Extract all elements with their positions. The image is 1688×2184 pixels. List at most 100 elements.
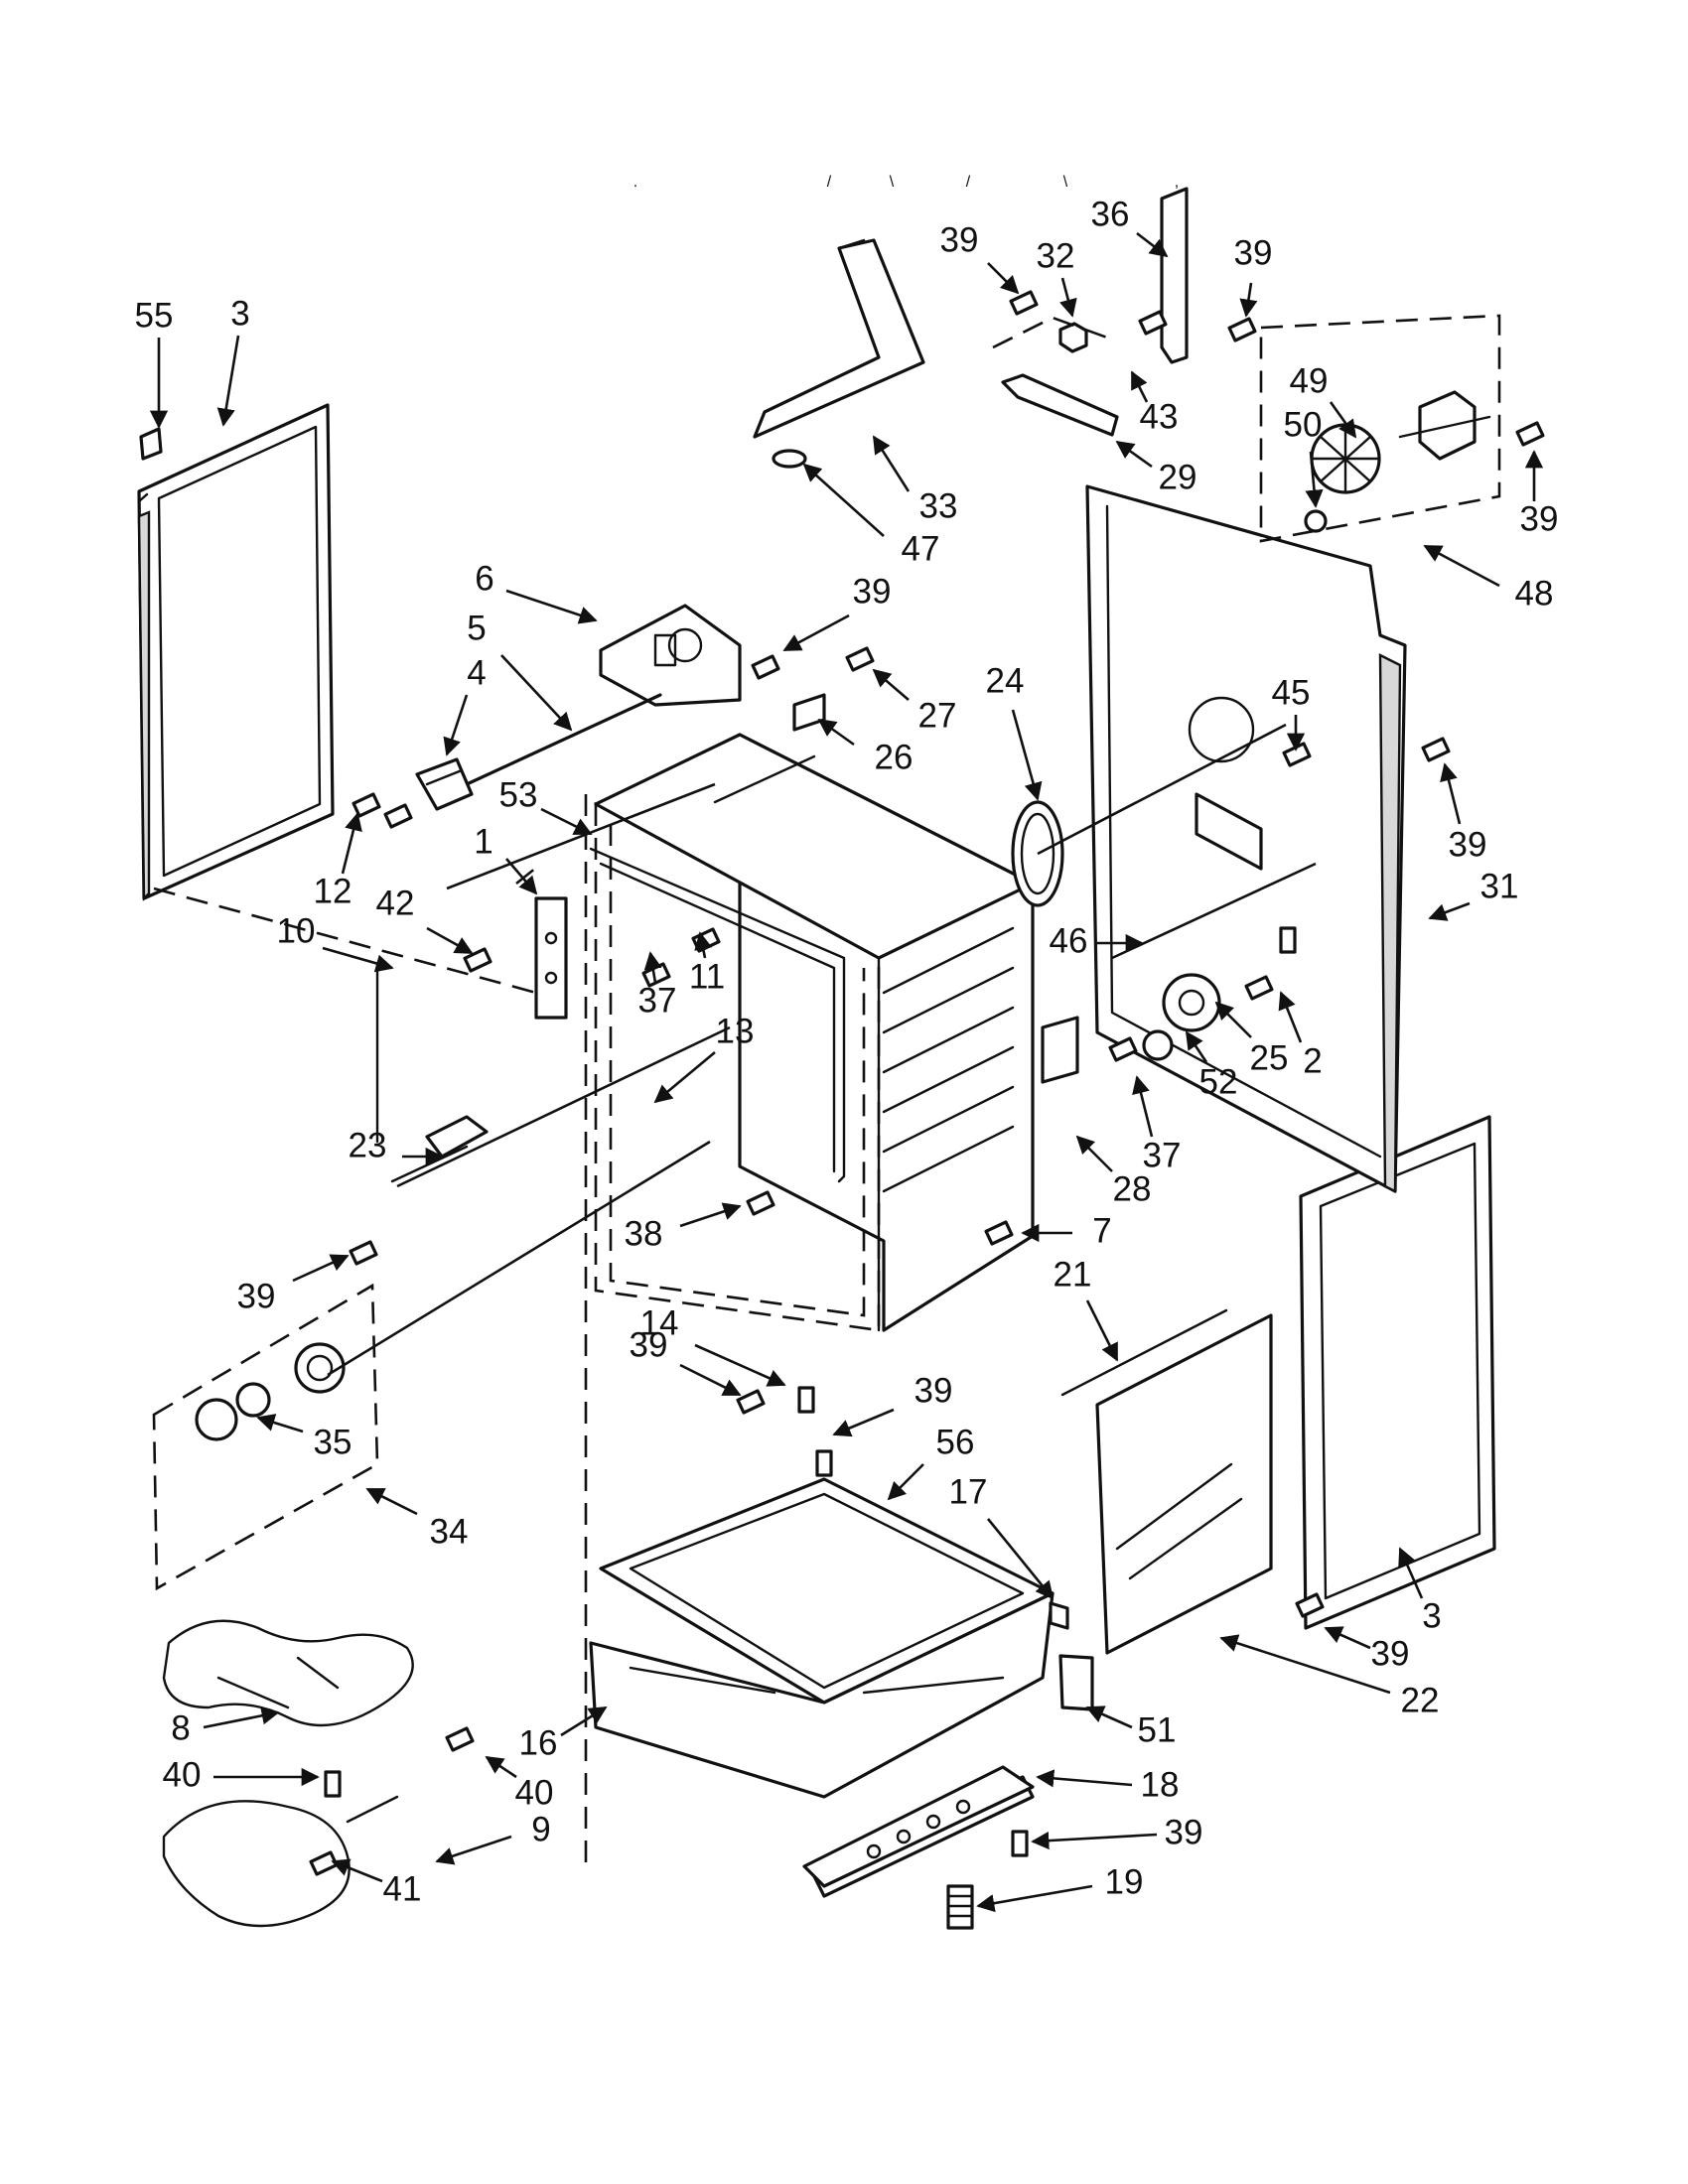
callout-c7: 7 (1021, 1211, 1112, 1250)
leveling-leg (946, 1884, 974, 1930)
callout-c42: 42 (376, 884, 474, 955)
part-number-label: 39 (237, 1277, 276, 1315)
callout-c39b: 39 (237, 1254, 350, 1315)
callout-arrow (1075, 1135, 1113, 1172)
svg-text:,: , (1175, 174, 1179, 191)
part-number-label: 53 (499, 775, 538, 814)
callout-c39f: 39 (1234, 233, 1272, 318)
part-number-label: 47 (902, 529, 940, 568)
part-number-label: 18 (1141, 1765, 1180, 1804)
svg-text:\: \ (890, 174, 895, 191)
callout-c3b: 3 (1398, 1547, 1442, 1635)
callout-c11: 11 (689, 931, 725, 996)
callout-c14: 14 (640, 1303, 786, 1387)
callout-c40a: 40 (163, 1755, 320, 1794)
callout-arrow (1036, 1769, 1133, 1788)
callout-c24: 24 (986, 661, 1043, 801)
part-number-label: 39 (914, 1371, 953, 1410)
callout-c10: 10 (277, 911, 394, 973)
callout-c26: 26 (817, 718, 914, 776)
right-side-panel (1299, 1115, 1496, 1630)
part-number-label: 46 (1050, 921, 1088, 960)
callout-c32: 32 (1037, 236, 1077, 318)
callout-arrow (1059, 277, 1077, 318)
part-number-label: 32 (1037, 236, 1075, 275)
callout-arrow (887, 1463, 924, 1501)
callout-arrow (426, 926, 474, 955)
callout-arrow (987, 262, 1020, 295)
part-number-label: 37 (1143, 1136, 1182, 1174)
callout-c33: 33 (872, 435, 957, 525)
part-number-label: 50 (1284, 405, 1323, 444)
callout-arrow (694, 931, 713, 959)
callout-arrow (872, 668, 910, 701)
callout-c25: 25 (1214, 1001, 1288, 1077)
callout-c23: 23 (349, 1126, 444, 1166)
side-panel-clip (139, 427, 163, 461)
part-number-label: 31 (1480, 867, 1519, 905)
callout-c46: 46 (1050, 921, 1144, 960)
callout-arrow (435, 1835, 512, 1865)
callout-c5: 5 (467, 609, 573, 732)
part-number-label: 24 (986, 661, 1025, 700)
part-number-label: 7 (1092, 1211, 1111, 1250)
callout-c2: 2 (1278, 991, 1323, 1080)
callout-arrow (1305, 451, 1324, 508)
callout-arrow (1130, 370, 1149, 403)
callout-c27: 27 (872, 668, 956, 735)
callout-arrow (1440, 762, 1462, 825)
callout-arrow (256, 1414, 304, 1433)
callout-arrow (443, 694, 469, 756)
part-number-label: 39 (1371, 1634, 1410, 1673)
vent-duct-mount (1001, 373, 1119, 437)
callout-c43: 43 (1130, 370, 1179, 436)
part-number-label: 23 (349, 1126, 387, 1164)
callout-c47: 47 (802, 463, 940, 568)
callout-c39a: 39 (782, 572, 891, 652)
part-number-label: 16 (519, 1723, 558, 1762)
part-number-label: 56 (936, 1423, 975, 1461)
callout-arrow (560, 1706, 608, 1737)
callout-c52: 52 (1185, 1030, 1237, 1101)
callout-c37b: 37 (1132, 1075, 1182, 1174)
callout-arrow (694, 1343, 786, 1387)
vent-nut (1058, 322, 1088, 353)
callout-arrow (341, 812, 362, 875)
callout-arrow (1329, 401, 1357, 439)
callout-arrow (292, 1254, 350, 1283)
callout-arrow (1085, 1299, 1119, 1362)
part-number-label: 14 (640, 1303, 679, 1342)
callout-arrow (1115, 440, 1153, 469)
assembly-guide-lines (153, 316, 1317, 1377)
broil-element (162, 1619, 414, 1727)
latch-bracket (415, 757, 474, 811)
callout-c39c: 39 (630, 1325, 742, 1397)
bottom-floor-tray (589, 1591, 1055, 1799)
vent-duct-bracket (1160, 187, 1189, 364)
part-number-label: 3 (1422, 1596, 1441, 1635)
callout-c1: 1 (474, 822, 538, 895)
callout-c49: 49 (1290, 361, 1357, 439)
part-number-label: 26 (875, 738, 914, 776)
side-rod (1060, 1308, 1228, 1397)
callout-c35: 35 (256, 1414, 352, 1461)
part-number-label: 39 (1520, 499, 1559, 538)
part-number-label: 43 (1140, 397, 1179, 436)
callout-c31: 31 (1428, 867, 1519, 921)
callout-c8: 8 (171, 1706, 280, 1747)
part-number-label: 51 (1138, 1710, 1177, 1749)
callout-arrow (1428, 901, 1471, 921)
callout-arrow (1219, 1634, 1391, 1695)
part-number-label: 3 (230, 294, 249, 333)
svg-text:.: . (633, 174, 637, 191)
callout-c55: 55 (135, 296, 173, 429)
callout-c39g: 39 (1520, 450, 1559, 538)
callout-c40b: 40 (485, 1755, 553, 1812)
part-number-label: 48 (1515, 574, 1554, 613)
part-number-label: 42 (376, 884, 415, 922)
rear-panel (1085, 484, 1407, 1193)
callout-c21: 21 (1054, 1255, 1119, 1362)
callout-arrow (1214, 1001, 1252, 1038)
part-number-label: 35 (314, 1423, 352, 1461)
